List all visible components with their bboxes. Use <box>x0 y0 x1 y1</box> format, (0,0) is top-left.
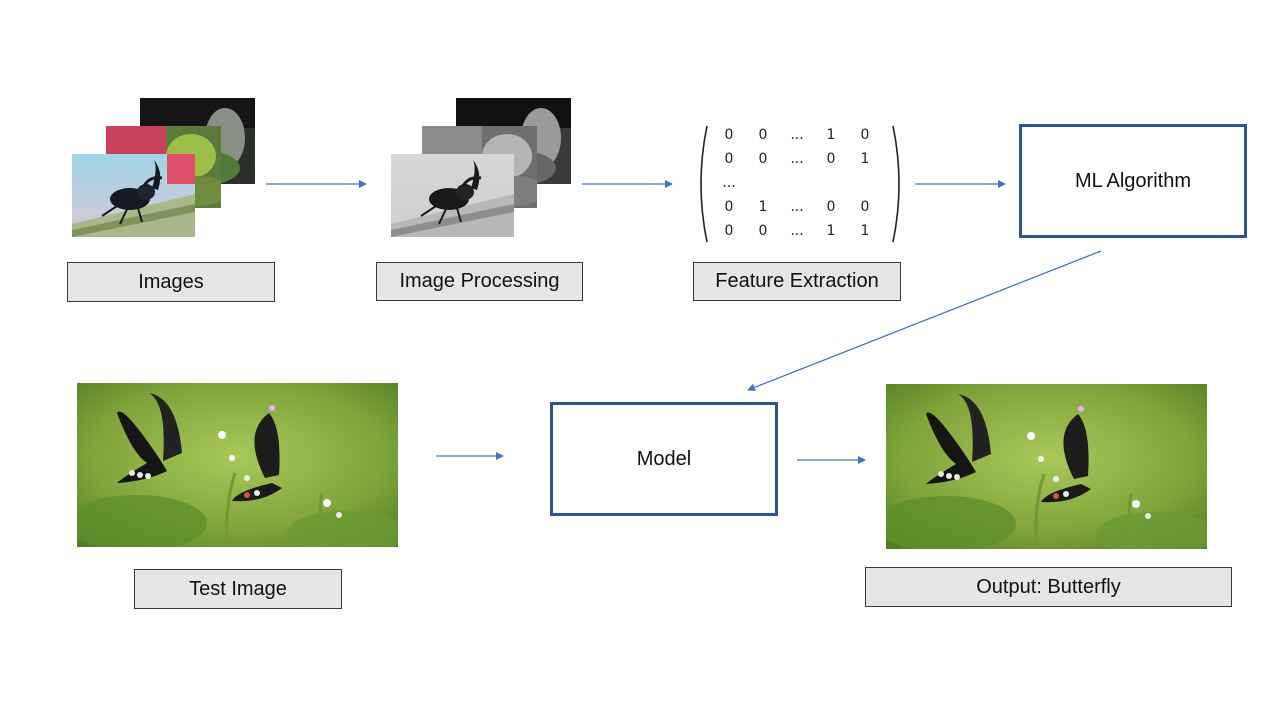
matrix-cell: 1 <box>826 127 836 143</box>
butterfly-output-image <box>886 384 1207 549</box>
matrix-row: 0 0 ... 0 1 <box>712 151 882 167</box>
model-label: Model <box>636 447 692 470</box>
matrix-cell: 0 <box>860 127 870 143</box>
matrix-row: 0 0 ... 1 1 <box>712 223 882 239</box>
matrix-brackets <box>700 125 900 243</box>
matrix-cell: 0 <box>758 127 768 143</box>
feature-extraction-label: Feature Extraction <box>693 262 901 301</box>
matrix-cell: ... <box>790 151 804 167</box>
beetle-photo-color <box>72 154 195 237</box>
matrix-cell: 0 <box>826 199 836 215</box>
matrix-cell: 0 <box>724 223 734 239</box>
matrix-cell: ... <box>790 223 804 239</box>
matrix-row: ... <box>712 175 746 191</box>
matrix-cell: 0 <box>758 151 768 167</box>
matrix-cell: ... <box>722 175 736 191</box>
matrix-row: 0 0 ... 1 0 <box>712 127 882 143</box>
matrix-cell: ... <box>790 127 804 143</box>
output-label: Output: Butterfly <box>865 567 1232 607</box>
ml-algorithm-label: ML Algorithm <box>1075 169 1191 192</box>
matrix-cell: 1 <box>860 223 870 239</box>
beetle-photo-gray <box>391 154 514 237</box>
matrix-cell: 0 <box>860 199 870 215</box>
butterfly-test-image <box>77 383 398 547</box>
matrix-cell: 0 <box>724 127 734 143</box>
matrix-cell: ... <box>790 199 804 215</box>
matrix-cell: 0 <box>826 151 836 167</box>
matrix-cell: 0 <box>724 151 734 167</box>
matrix-row: 0 1 ... 0 0 <box>712 199 882 215</box>
ml-algorithm-box: ML Algorithm <box>1019 124 1247 238</box>
matrix-cell: 1 <box>758 199 768 215</box>
image-processing-label: Image Processing <box>376 262 583 301</box>
matrix-cell: 1 <box>826 223 836 239</box>
matrix-cell: 0 <box>724 199 734 215</box>
images-label: Images <box>67 262 275 302</box>
model-box: Model <box>550 402 778 516</box>
matrix-cell: 1 <box>860 151 870 167</box>
matrix-cell: 0 <box>758 223 768 239</box>
feature-matrix: 0 0 ... 1 0 0 0 ... 0 1 ... 0 1 ... 0 0 … <box>695 122 905 246</box>
test-image-label: Test Image <box>134 569 342 609</box>
